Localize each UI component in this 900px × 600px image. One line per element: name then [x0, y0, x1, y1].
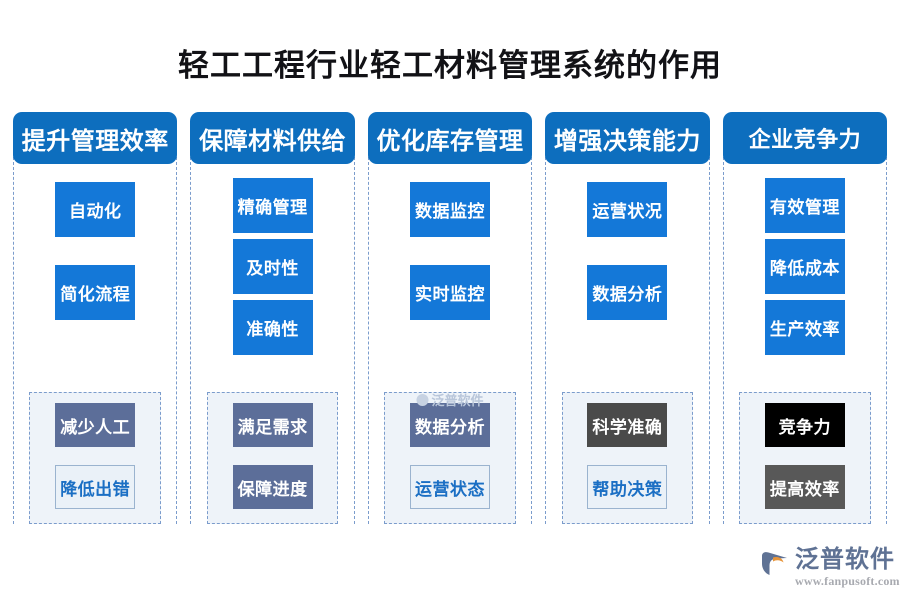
- sub-group-chip[interactable]: 降低出错: [55, 465, 136, 509]
- logo-website-url: www.fanpusoft.com: [795, 574, 900, 588]
- primary-chip[interactable]: 数据分析: [587, 265, 668, 320]
- logo-text-block: 泛普软件 www.fanpusoft.com: [795, 548, 900, 587]
- primary-chip[interactable]: 数据监控: [410, 182, 491, 237]
- primary-chip[interactable]: 实时监控: [410, 265, 491, 320]
- sub-group-chip[interactable]: 科学准确: [587, 403, 668, 447]
- column-rail-left: [13, 152, 14, 524]
- primary-chip[interactable]: 简化流程: [55, 265, 136, 320]
- column-header[interactable]: 提升管理效率: [13, 112, 178, 164]
- column-rail-right: [176, 152, 178, 524]
- fanpu-logo-icon: [760, 549, 790, 579]
- column-rail-left: [722, 152, 724, 524]
- column-5: 企业竞争力有效管理降低成本生产效率竞争力提高效率: [722, 112, 888, 524]
- column-body: 有效管理降低成本生产效率竞争力提高效率: [723, 164, 887, 524]
- brand-logo: 泛普软件 www.fanpusoft.com: [760, 548, 900, 587]
- sub-group-chip[interactable]: 减少人工: [55, 403, 136, 447]
- column-rail-right: [353, 152, 355, 524]
- column-sub-group: 减少人工降低出错: [29, 392, 161, 524]
- column-header[interactable]: 保障材料供给: [190, 112, 355, 164]
- column-body: 精确管理及时性准确性满足需求保障进度: [190, 164, 354, 524]
- column-1: 提升管理效率自动化简化流程减少人工降低出错: [13, 112, 178, 524]
- column-body: 数据监控实时监控泛普软件数据分析运营状态: [368, 164, 532, 524]
- primary-chip[interactable]: 降低成本: [764, 239, 845, 294]
- primary-chip[interactable]: 及时性: [232, 239, 313, 294]
- column-rail-left: [545, 152, 547, 524]
- column-sub-group: 满足需求保障进度: [206, 392, 339, 524]
- column-body: 运营状况数据分析科学准确帮助决策: [545, 164, 709, 524]
- column-3: 优化库存管理数据监控实时监控泛普软件数据分析运营状态: [367, 112, 533, 524]
- column-primary-items: 自动化简化流程: [13, 164, 177, 320]
- primary-chip[interactable]: 准确性: [232, 300, 313, 355]
- primary-chip[interactable]: 精确管理: [232, 178, 313, 233]
- sub-group-chip[interactable]: 运营状态: [410, 465, 490, 509]
- column-rail-right: [531, 152, 533, 524]
- page-title: 轻工工程行业轻工材料管理系统的作用: [178, 48, 722, 83]
- column-rail-right: [886, 152, 888, 524]
- sub-group-chip[interactable]: 满足需求: [232, 403, 313, 447]
- sub-group-chip[interactable]: 帮助决策: [587, 465, 668, 509]
- column-rail-right: [708, 152, 710, 524]
- logo-company-name: 泛普软件: [795, 547, 895, 573]
- column-4: 增强决策能力运营状况数据分析科学准确帮助决策: [545, 112, 710, 524]
- column-header[interactable]: 增强决策能力: [545, 112, 710, 164]
- column-sub-group: 泛普软件数据分析运营状态: [384, 392, 516, 524]
- primary-chip[interactable]: 有效管理: [764, 178, 845, 233]
- columns-container: 提升管理效率自动化简化流程减少人工降低出错保障材料供给精确管理及时性准确性满足需…: [13, 112, 888, 524]
- column-sub-group: 竞争力提高效率: [739, 392, 871, 524]
- primary-chip[interactable]: 生产效率: [764, 300, 845, 355]
- column-sub-group: 科学准确帮助决策: [561, 392, 694, 524]
- column-primary-items: 运营状况数据分析: [545, 164, 709, 320]
- column-primary-items: 有效管理降低成本生产效率: [723, 164, 887, 355]
- primary-chip[interactable]: 自动化: [55, 182, 136, 237]
- column-primary-items: 数据监控实时监控: [368, 164, 532, 320]
- sub-group-chip[interactable]: 竞争力: [764, 403, 845, 447]
- sub-group-chip[interactable]: 提高效率: [764, 465, 845, 509]
- column-primary-items: 精确管理及时性准确性: [190, 164, 354, 355]
- column-header[interactable]: 优化库存管理: [367, 112, 533, 164]
- column-rail-left: [190, 152, 192, 524]
- sub-group-chip[interactable]: 数据分析: [410, 403, 490, 447]
- primary-chip[interactable]: 运营状况: [587, 182, 668, 237]
- sub-group-chip[interactable]: 保障进度: [232, 465, 313, 509]
- column-body: 自动化简化流程减少人工降低出错: [13, 164, 177, 524]
- column-rail-left: [367, 152, 369, 524]
- column-2: 保障材料供给精确管理及时性准确性满足需求保障进度: [190, 112, 355, 524]
- column-header[interactable]: 企业竞争力: [722, 112, 888, 164]
